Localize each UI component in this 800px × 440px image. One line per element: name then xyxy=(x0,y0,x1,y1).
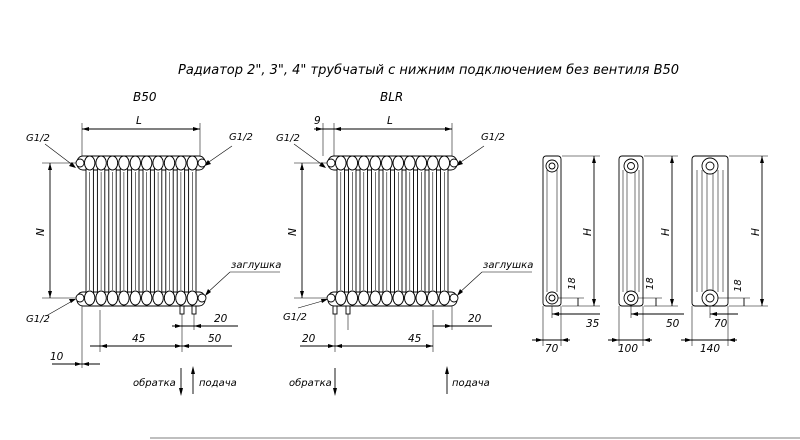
side2-dim-height: H xyxy=(660,228,672,236)
blr-dim-offset: 9 xyxy=(314,115,321,127)
radiator-section-cap xyxy=(152,155,164,171)
view-b50: B50 L G1/2 G1/2 xyxy=(26,90,281,396)
side1-dim-height: H xyxy=(582,228,594,236)
b50-radiator-body xyxy=(75,155,207,315)
radiator-section-cap xyxy=(358,155,370,171)
b50-flow-supply: подача xyxy=(199,378,237,389)
radiator-section-cap xyxy=(392,155,405,171)
radiator-section-cap xyxy=(415,290,428,306)
radiator-section-cap xyxy=(186,155,198,171)
blr-thread-top-left: G1/2 xyxy=(276,133,300,144)
radiator-section-cap xyxy=(84,155,96,171)
radiator-section-cap xyxy=(346,290,359,306)
b50-thread-top-left: G1/2 xyxy=(26,133,50,144)
radiator-section-cap xyxy=(118,290,130,306)
side2-dim-depth: 100 xyxy=(618,343,638,355)
b50-thread-bottom: G1/2 xyxy=(26,314,50,325)
b50-dim-50: 50 xyxy=(208,333,222,345)
drawing-title: Радиатор 2", 3", 4" трубчатый с нижним п… xyxy=(178,63,679,78)
radiator-section-cap xyxy=(175,155,187,171)
b50-flow-return: обратка xyxy=(133,377,176,389)
radiator-section-cap xyxy=(427,155,439,171)
radiator-section-cap xyxy=(106,155,119,171)
radiator-section-cap xyxy=(427,290,439,306)
side3-dim-offset: 70 xyxy=(714,318,728,330)
radiator-section-cap xyxy=(392,290,405,306)
radiator-section-cap xyxy=(404,290,416,306)
blr-dim-height: N xyxy=(287,228,299,236)
radiator-section-cap xyxy=(358,290,370,306)
radiator-section-cap xyxy=(335,290,347,306)
radiator-section-cap xyxy=(95,155,107,171)
b50-dim-20: 20 xyxy=(214,313,228,325)
side2-dim-18: 18 xyxy=(645,277,656,290)
blr-dim-20a: 20 xyxy=(302,333,316,345)
view-blr: BLR 9 L G1/2 G1/2 xyxy=(276,90,533,396)
radiator-section-cap xyxy=(369,155,382,171)
radiator-section-cap xyxy=(438,155,451,171)
radiator-section-cap xyxy=(95,290,107,306)
radiator-section-cap xyxy=(438,290,451,306)
radiator-section-cap xyxy=(163,290,176,306)
radiator-section-cap xyxy=(415,155,428,171)
blr-thread-bottom: G1/2 xyxy=(283,312,307,323)
radiator-section-cap xyxy=(84,290,96,306)
radiator-section-cap xyxy=(175,290,187,306)
radiator-section-cap xyxy=(129,155,141,171)
radiator-section-cap xyxy=(106,290,119,306)
radiator-section-cap xyxy=(346,155,359,171)
side3-dim-depth: 140 xyxy=(700,343,720,355)
radiator-section-cap xyxy=(335,155,347,171)
b50-dim-10: 10 xyxy=(50,351,64,363)
b50-dim-45: 45 xyxy=(132,333,146,345)
radiator-section-cap xyxy=(141,155,153,171)
radiator-section-cap xyxy=(118,155,130,171)
radiator-section-cap xyxy=(381,290,393,306)
radiator-section-cap xyxy=(369,290,382,306)
blr-radiator-body xyxy=(326,155,459,315)
radiator-section-cap xyxy=(163,155,176,171)
radiator-section-cap xyxy=(129,290,141,306)
blr-dim-20b: 20 xyxy=(468,313,482,325)
radiator-section-cap xyxy=(381,155,393,171)
view-b50-label: B50 xyxy=(133,90,157,104)
b50-thread-top-right: G1/2 xyxy=(229,132,253,143)
side-view-100: H 18 50 100 xyxy=(608,155,684,355)
b50-dim-height: N xyxy=(35,228,47,236)
blr-dim-45: 45 xyxy=(408,333,422,345)
b50-plug-label: заглушка xyxy=(231,260,281,271)
side1-dim-18: 18 xyxy=(567,277,578,290)
radiator-section-cap xyxy=(186,290,198,306)
view-blr-label: BLR xyxy=(380,90,403,104)
side3-dim-height: H xyxy=(750,228,762,236)
side1-dim-depth: 70 xyxy=(545,343,559,355)
side3-dim-18: 18 xyxy=(733,279,744,292)
blr-plug-label: заглушка xyxy=(483,260,533,271)
radiator-section-cap xyxy=(152,290,164,306)
side2-dim-offset: 50 xyxy=(666,318,680,330)
blr-flow-return: обратка xyxy=(289,377,332,389)
radiator-section-cap xyxy=(141,290,153,306)
blr-thread-top-right: G1/2 xyxy=(481,132,505,143)
side-view-70: H 18 35 70 xyxy=(532,155,600,355)
side-view-140: H 18 70 140 xyxy=(681,155,768,355)
radiator-section-cap xyxy=(404,155,416,171)
side1-dim-offset: 35 xyxy=(586,318,600,330)
blr-dim-length: L xyxy=(387,115,393,127)
b50-dim-length: L xyxy=(136,115,142,127)
blr-flow-supply: подача xyxy=(452,378,490,389)
